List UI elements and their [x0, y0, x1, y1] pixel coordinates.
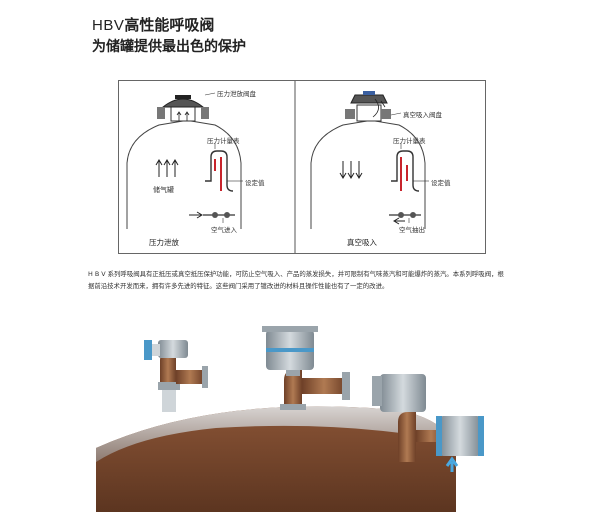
right-gauge-label: 压力计量表: [393, 137, 426, 145]
valve-3-intake-flange-b: [478, 416, 484, 456]
valve-1-blue-flange: [144, 340, 152, 360]
valve-3-intake-flange-a: [436, 416, 442, 456]
right-valve-swirl: [372, 98, 386, 118]
left-valve-top: [175, 95, 191, 99]
valve-3-stem: [398, 412, 416, 462]
valve-2-side-pipe: [302, 378, 346, 394]
valve-1-neck: [152, 344, 160, 356]
left-valve-side-b: [201, 107, 209, 119]
valve-2-neck-flange: [286, 370, 300, 376]
valve-2-top-flange: [262, 326, 318, 332]
title-prefix: HBV: [92, 17, 125, 34]
right-valve-cap: [350, 94, 388, 104]
right-valve-side-a: [345, 109, 355, 119]
valve-1-side-flange: [202, 366, 208, 388]
left-gauge-label: 压力计量表: [207, 137, 240, 145]
valve-2-base-flange: [280, 404, 306, 410]
product-description: H B V 系列呼吸阀具有正抵压或真空抵压保护功能，可防止空气吸入、产品的蒸发损…: [88, 270, 504, 290]
right-valve-leader: [390, 112, 402, 116]
valve-2-stem: [284, 370, 302, 408]
page-subtitle: 为储罐提供最出色的保护: [92, 39, 246, 55]
left-valve-arrows: [176, 111, 190, 121]
valve-1-side-pipe: [176, 370, 204, 384]
valve-1-stem: [162, 388, 176, 412]
left-valve-cap: [161, 98, 205, 108]
valve-1-head: [158, 340, 188, 358]
valve-2-side-flange: [342, 372, 350, 400]
left-tank-label: 储气罐: [153, 186, 174, 194]
valve-2-blue-band: [266, 348, 314, 352]
right-panel-drawing: [310, 91, 429, 229]
left-caption: 压力泄放: [149, 238, 179, 247]
valve-2: [262, 326, 350, 410]
valve-3-left-flange: [372, 376, 382, 406]
left-valve-label: 压力泄放阀盘: [217, 90, 256, 98]
left-panel-drawing: [126, 92, 243, 229]
valve-3-intake-body: [440, 416, 480, 456]
right-bottom-valve-a: [398, 212, 404, 218]
left-valve-side-a: [157, 107, 165, 119]
right-valve-label: 真空吸入阀盘: [403, 111, 442, 119]
right-bottom-valve-b: [410, 212, 416, 218]
left-gauge-tube-outer: [205, 150, 234, 192]
left-setting-label: 设定值: [245, 179, 265, 187]
valve-3-intake-arrow: [445, 456, 459, 472]
left-valve-leader: [204, 92, 216, 96]
left-bottom-valve-a: [212, 212, 218, 218]
right-flow-label: 空气抽出: [399, 226, 425, 234]
left-flow-arrow: [189, 211, 203, 219]
valve-1-base-flange: [158, 382, 180, 390]
right-gauge-tube-outer: [391, 150, 420, 192]
page-title: HBV高性能呼吸阀: [92, 14, 214, 35]
right-flow-arrow: [393, 217, 405, 225]
tank-dome: [96, 406, 456, 462]
diagram-drawing: [126, 81, 429, 253]
operation-diagram: 压力泄放阀盘 压力计量表 设定值 储气罐 空气进入 压力泄放 真空吸入阀盘 压力…: [118, 80, 486, 254]
tank-body: [96, 406, 456, 512]
right-valve-top: [363, 91, 375, 95]
left-bottom-valve-b: [224, 212, 230, 218]
right-valve-body: [356, 104, 382, 122]
valve-3-head: [380, 374, 426, 412]
left-tank-arrows: [155, 159, 179, 177]
right-tank-arrows: [339, 161, 363, 179]
right-setting-label: 设定值: [431, 179, 451, 187]
right-caption: 真空吸入: [347, 238, 377, 247]
left-flow-label: 空气进入: [211, 226, 237, 234]
valve-1: [144, 340, 208, 412]
right-valve-side-b: [381, 109, 391, 119]
title-main: 高性能呼吸阀: [124, 16, 215, 34]
valve-1-elbow: [160, 352, 176, 382]
product-photo: [96, 326, 484, 512]
valve-3: [372, 374, 484, 472]
